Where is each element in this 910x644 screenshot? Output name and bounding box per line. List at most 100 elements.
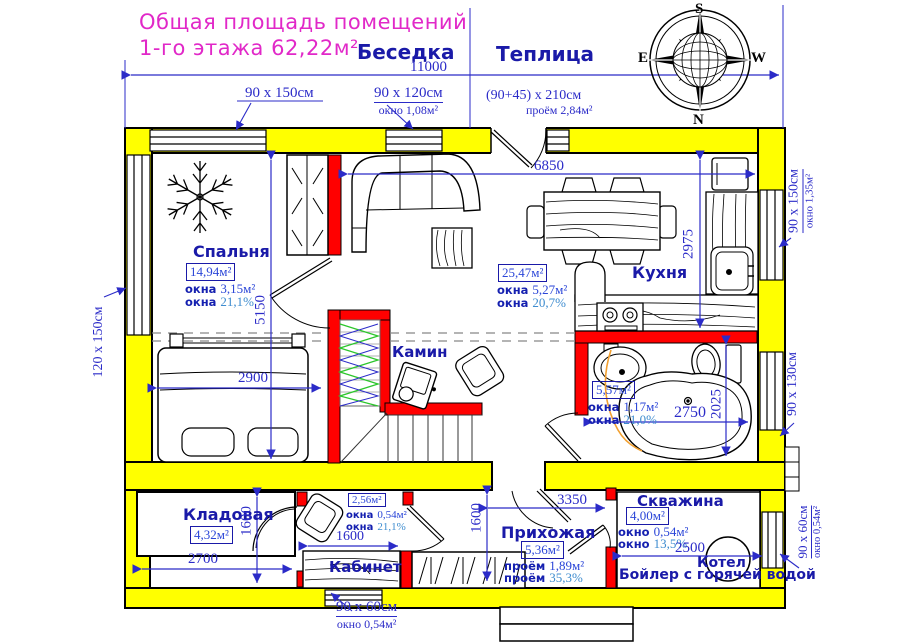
window-top-small-icon [546, 129, 570, 152]
window-right-kitchen-icon [759, 189, 784, 281]
dim-storage-width: 2700 [188, 551, 218, 567]
kitchen-sink-icon [710, 246, 754, 296]
stat-value: 13,5% [653, 536, 688, 551]
window-right-bath-icon [759, 351, 784, 431]
boiler-note: Бойлер с горячей водой [619, 567, 816, 583]
page-title-line1: Общая площадь помещений [139, 10, 468, 34]
hallway-name: Прихожая [501, 523, 596, 542]
window-left-label: 120 х 150см [91, 306, 106, 378]
window-area-text: окно 1,08м² [374, 102, 443, 118]
entrance-size-label: (90+45) х 210см [486, 88, 582, 103]
stat-value: 21,1% [377, 521, 406, 533]
office-door-icon [406, 505, 445, 552]
storage-area-badge: 4,32м² [190, 526, 233, 544]
wardrobe-icon [286, 154, 329, 256]
dim-bed-width: 2900 [238, 370, 268, 386]
window-size-text: 90 х 60см [795, 505, 810, 559]
compass-top-letter: S [695, 1, 704, 17]
bathroom-area-badge: 5,57м² [592, 381, 635, 399]
dim-kitchen-depth: 2975 [680, 229, 697, 259]
window-top-mid-icon [385, 129, 443, 152]
stat-value: 0,54м² [653, 524, 689, 539]
gazebo-label: Беседка [357, 40, 455, 64]
window-right-boiler-icon [761, 511, 784, 569]
stat-value: 1,89м² [549, 558, 585, 573]
stat-value: 0,54м² [377, 509, 407, 521]
storage-name: Кладовая [183, 505, 274, 524]
office-chair-icon [295, 493, 344, 543]
dim-storage-depth: 1600 [238, 506, 255, 536]
dim-bath-depth: 2025 [708, 389, 725, 419]
window-right-boiler-label: 90 х 60см окно 0,54м² [795, 505, 823, 559]
water-pipe-line [604, 349, 643, 452]
well-area-badge: 4,00м² [626, 507, 669, 525]
well-name: Скважина [637, 492, 724, 510]
exterior-step [784, 446, 800, 492]
window-size-text: 90 х 150см [786, 168, 802, 234]
stat-value: 1,17м² [623, 399, 659, 414]
stat-value: 20,7% [532, 295, 567, 310]
stat-label: окна [497, 296, 529, 310]
office-area-badge: 2,56м² [348, 493, 386, 507]
bedroom-area-badge: 14,94м² [186, 263, 236, 281]
compass-right-letter: W [751, 50, 766, 66]
dim-total-width: 11000 [410, 59, 447, 75]
greenhouse-label: Теплица [496, 42, 595, 66]
water-heater-icon [574, 261, 606, 302]
kitchen-name: Кухня [632, 263, 688, 282]
stat-label: окна [588, 413, 620, 427]
stat-label: окно [618, 525, 650, 539]
stat-value: 3,15м² [220, 281, 256, 296]
office-name: Кабинет [329, 558, 402, 576]
dining-table-icon [526, 177, 677, 265]
window-area-text: окно 0,54м² [336, 616, 398, 631]
storage-room-outline [136, 491, 296, 557]
window-top-mid-label: 90 х 120см окно 1,08м² [374, 85, 443, 118]
window-top-left-label: 90 х 150см [245, 85, 314, 101]
stat-label: окна [588, 400, 620, 414]
window-area-text: окно 1,35м² [802, 168, 816, 234]
window-right-kitchen-label: 90 х 150см окно 1,35м² [786, 168, 816, 234]
stat-value: 21,0% [623, 412, 658, 427]
stat-label: проём [504, 559, 546, 573]
well-room-door-icon [567, 524, 611, 555]
stat-value: 5,27м² [532, 282, 568, 297]
stove-icon [596, 302, 644, 332]
hallway-area-badge: 5,36м² [521, 541, 564, 559]
window-area-text: окно 0,54м² [811, 505, 823, 559]
entrance-opening [490, 126, 547, 155]
window-size-text: 90 х 120см [374, 85, 443, 101]
extension-lines [124, 5, 784, 128]
stat-value: 35,3% [549, 570, 583, 585]
bathroom-door-icon [544, 412, 582, 462]
bedroom-door-icon [269, 257, 333, 329]
stat-label: окна [185, 282, 217, 296]
plant-icon [164, 160, 236, 234]
sofa-icon [351, 153, 481, 253]
bed-icon [157, 333, 309, 463]
dim-office-width: 1600 [336, 529, 364, 544]
fireplace-name: Камин [392, 343, 448, 361]
stat-label: окна [497, 283, 529, 297]
dim-bath-width: 2750 [674, 404, 706, 421]
fireplace-icon [392, 361, 438, 410]
bathtub-icon [618, 371, 752, 461]
leader-lines [103, 100, 800, 612]
compass-bottom-letter: N [693, 112, 704, 128]
armchair-icon [455, 345, 505, 397]
kitchen-counter-icon [705, 191, 759, 296]
staircase-icon [337, 319, 482, 463]
window-size-text: 90 х 60см [336, 599, 398, 615]
coffee-table-icon [431, 227, 473, 269]
window-bottom-label: 90 х 60см окно 0,54м² [336, 599, 398, 632]
entrance-door-icon [490, 129, 547, 169]
